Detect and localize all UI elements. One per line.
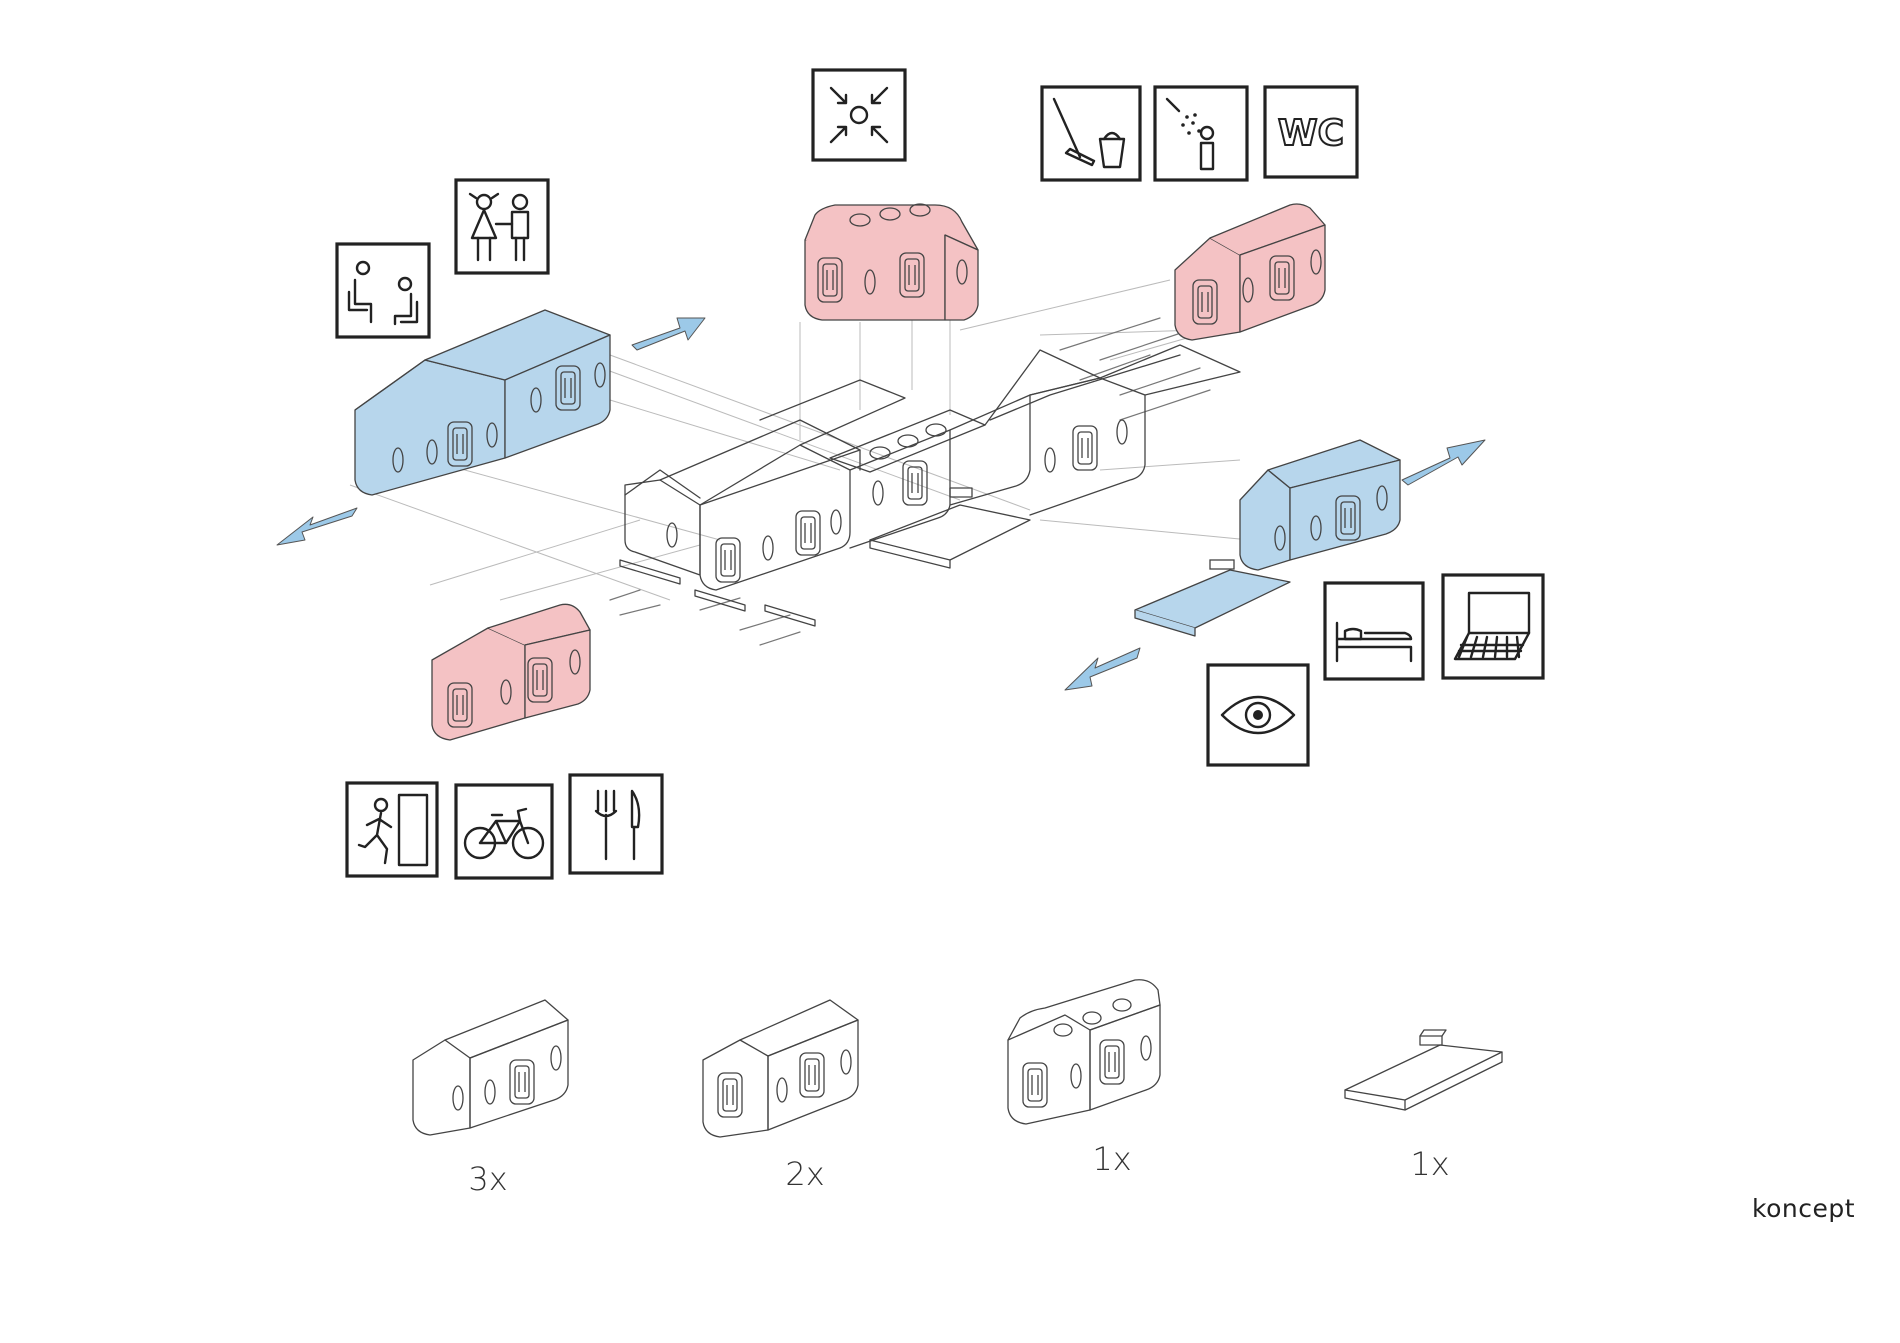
central-assembly	[619, 344, 1241, 627]
module-type-skylight: 1x	[1007, 979, 1161, 1178]
emergency-exit-icon	[345, 781, 439, 878]
red-module-bottom	[431, 603, 591, 741]
blue-module-right	[1134, 439, 1401, 637]
meeting-point-icon	[811, 68, 907, 162]
bicycle-icon	[454, 783, 554, 880]
caption: koncept	[1752, 1194, 1856, 1223]
red-module-top	[804, 203, 979, 321]
blue-module-left	[354, 309, 611, 496]
wc-text: WC	[1278, 113, 1344, 154]
red-module-right	[1174, 203, 1326, 341]
arrows	[276, 317, 1486, 691]
shower-icon	[1153, 85, 1249, 182]
module-count-label: 2x	[785, 1155, 824, 1193]
restaurant-fork-knife-icon	[568, 773, 664, 875]
arrow-up-right-left	[631, 317, 706, 351]
viewing-eye-icon	[1206, 663, 1310, 767]
module-type-double-window: 2x	[702, 999, 859, 1193]
bed-icon	[1323, 581, 1425, 681]
arrow-up-right-right	[1401, 439, 1486, 486]
cleaning-mop-bucket-icon	[1040, 85, 1142, 182]
module-count-label: 1x	[1410, 1145, 1449, 1183]
waiting-room-seats-icon	[335, 242, 431, 339]
arrow-down-left-right	[1064, 647, 1141, 691]
wc-icon: WC	[1263, 85, 1359, 179]
tracks	[609, 317, 1211, 646]
module-type-gabled: 3x	[412, 999, 569, 1198]
arrow-down-left-left	[276, 507, 358, 546]
module-count-label: 1x	[1092, 1140, 1131, 1178]
module-count-label: 3x	[468, 1160, 507, 1198]
family-children-icon	[454, 178, 550, 275]
module-type-deck: 1x	[1344, 1029, 1503, 1183]
laptop-icon	[1441, 573, 1545, 680]
